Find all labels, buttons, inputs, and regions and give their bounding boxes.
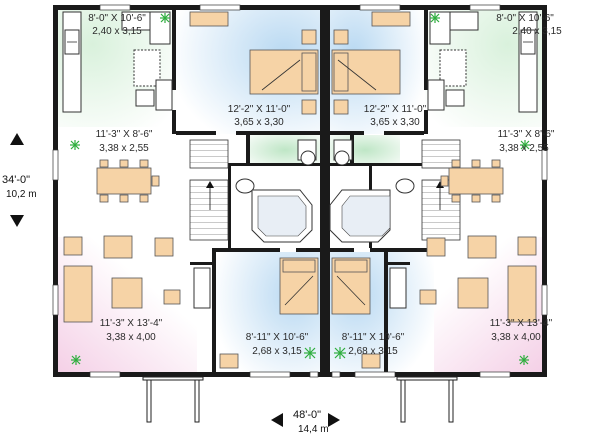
bedroom-right-dim: 8'-11" X 10'-6" [342,332,405,343]
master-right-furniture [331,11,411,115]
kitchen-right-metric: 2,40 x 3,15 [512,26,562,37]
living-left-metric: 3,38 x 4,00 [106,332,156,343]
master-left-furniture [189,11,319,115]
walls [53,5,547,377]
bedroom-left-dim: 8'-11" X 10'-6" [246,332,309,343]
height-dimension: 34'-0" 10,2 m [2,133,37,227]
stairs-left [189,139,229,241]
kitchen-left-fixtures [62,11,173,113]
width-metric: 14,4 m [298,424,329,435]
bath-left [235,139,317,243]
bath-right [329,139,415,243]
room-labels: 8'-0" X 10'-6" 2,40 x 3,15 8'-0" X 10'-6… [88,13,562,357]
dining-left-furniture [96,159,160,203]
kitchen-left-metric: 2,40 x 3,15 [92,26,142,37]
master-left-metric: 3,65 x 3,30 [234,117,284,128]
living-right-dim: 11'-3" X 13'-4" [490,318,553,329]
dining-left-metric: 3,38 x 2,55 [99,143,149,154]
master-left-dim: 12'-2" X 11'-0" [228,104,291,115]
bedroom-right-metric: 2,68 x 3,15 [348,346,398,357]
windows [52,4,548,378]
bedroom-right-furniture [331,257,407,369]
living-left-dim: 11'-3" X 13'-4" [100,318,163,329]
master-right-dim: 12'-2" X 11'-0" [364,104,427,115]
width-imperial: 48'-0" [293,409,321,421]
plant-icons [70,13,530,365]
porches [142,376,458,423]
kitchen-left-dim: 8'-0" X 10'-6" [88,13,146,24]
dining-right-metric: 3,38 x 2,55 [499,143,549,154]
living-right-furniture [419,235,537,323]
arrow-left-icon [271,413,283,427]
dining-left-dim: 11'-3" X 8'-6" [96,129,153,140]
dining-right-furniture [440,159,504,203]
dining-right-dim: 11'-3" X 8'-6" [498,129,555,140]
bedroom-left-metric: 2,68 x 3,15 [252,346,302,357]
arrow-right-icon [328,413,340,427]
bedroom-left-furniture [193,257,319,369]
living-left-furniture [63,235,181,323]
arrow-up-icon [10,133,24,145]
height-metric: 10,2 m [6,189,37,200]
height-imperial: 34'-0" [2,174,30,186]
width-dimension: 48'-0" 14,4 m [271,409,340,435]
living-right-metric: 3,38 x 4,00 [491,332,541,343]
master-right-metric: 3,65 x 3,30 [370,117,420,128]
arrow-down-icon [10,215,24,227]
kitchen-right-dim: 8'-0" X 10'-6" [496,13,554,24]
